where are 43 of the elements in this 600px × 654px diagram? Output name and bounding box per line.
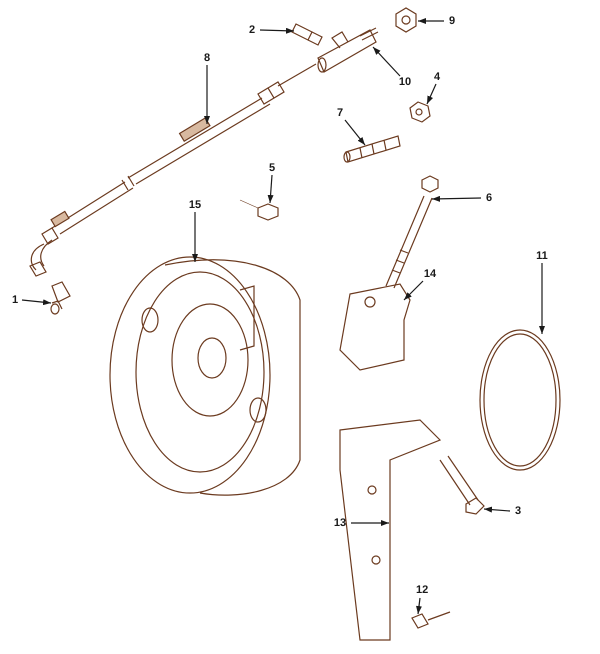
callout-number: 15 <box>186 199 204 211</box>
callout-number: 12 <box>416 584 428 596</box>
leader-line <box>418 18 444 24</box>
leader-line <box>404 280 424 300</box>
adapter-fitting-drawing <box>291 23 323 46</box>
tee-fitting-drawing <box>317 27 379 73</box>
callout-number: 11 <box>533 250 551 262</box>
callout-number: 9 <box>446 15 458 27</box>
stud-drawing <box>343 135 401 163</box>
callout-number: 6 <box>483 192 495 204</box>
screw-drawing <box>411 611 450 629</box>
callout-number: 3 <box>512 505 524 517</box>
bracket-drawing <box>339 283 411 371</box>
leader-line <box>539 263 545 334</box>
leader-line <box>484 506 510 513</box>
leader-line <box>372 46 400 76</box>
leader-line <box>192 212 198 262</box>
callout-number: 5 <box>266 162 278 174</box>
leader-line <box>260 28 294 34</box>
callout-number: 4 <box>431 71 443 83</box>
hose-drawing <box>29 63 316 277</box>
callout-number: 2 <box>246 24 258 36</box>
capscrew-drawing <box>439 455 485 515</box>
leader-line <box>268 174 274 204</box>
leader-line <box>204 65 210 124</box>
callout-number: 13 <box>331 517 349 529</box>
leader-line <box>351 520 389 526</box>
flywheel-housing-drawing <box>109 256 301 496</box>
leader-line <box>344 120 366 146</box>
callout-number: 10 <box>396 76 414 88</box>
elbow-fitting-drawing <box>50 281 71 315</box>
leader-line <box>432 196 482 202</box>
leader-line <box>22 299 52 306</box>
washer-drawing <box>409 101 431 123</box>
callout-number: 14 <box>421 268 439 280</box>
bolt-drawing <box>385 175 439 289</box>
o-ring-drawing <box>479 329 561 471</box>
callout-number: 7 <box>334 107 346 119</box>
callout-number: 1 <box>9 294 21 306</box>
nut-drawing <box>395 7 417 33</box>
leader-line <box>426 84 437 104</box>
callout-number: 8 <box>201 52 213 64</box>
leader-line <box>416 598 422 614</box>
